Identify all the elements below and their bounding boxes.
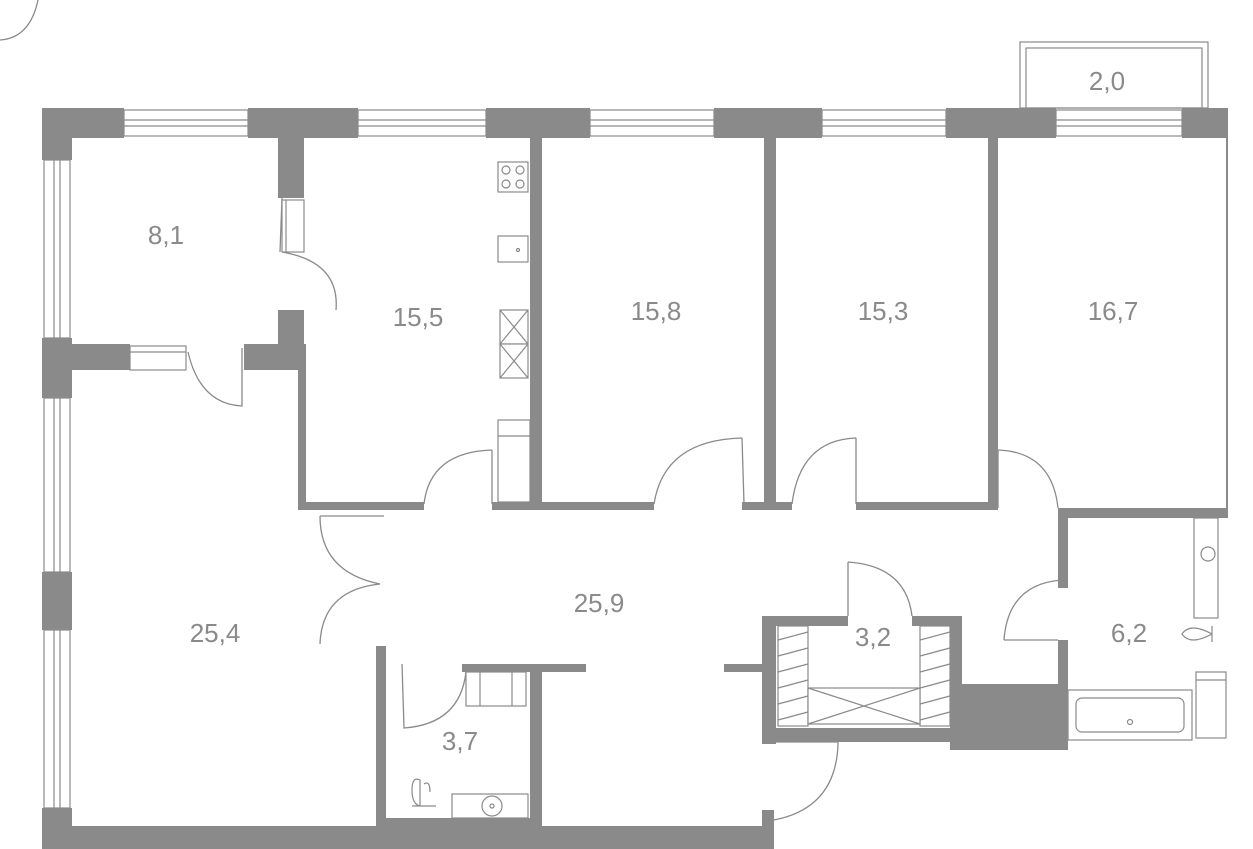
room-area-balcony: 2,0 [1089,66,1125,96]
room-area-room-2: 15,8 [631,296,682,326]
outer-walls [42,108,1228,849]
room-area-bathroom: 6,2 [1111,618,1147,648]
interior-walls [72,138,1228,826]
room-areas: 8,1 15,5 15,8 15,3 16,7 2,0 25,4 25,9 3,… [148,66,1147,756]
room-area-wardrobe: 3,2 [855,622,891,652]
room-area-room-3: 15,3 [858,296,909,326]
windows [43,109,1183,809]
doors [187,197,1063,821]
room-area-toilet: 3,7 [442,726,478,756]
balcony-outline [1019,41,1209,109]
room-area-room-4: 16,7 [1088,296,1139,326]
room-area-hallway: 25,9 [574,588,625,618]
room-area-room-1: 8,1 [148,220,184,250]
room-area-living-room: 25,4 [190,618,241,648]
entry-door-arc [0,0,39,41]
room-area-kitchen: 15,5 [393,302,444,332]
fixtures [129,161,1227,819]
